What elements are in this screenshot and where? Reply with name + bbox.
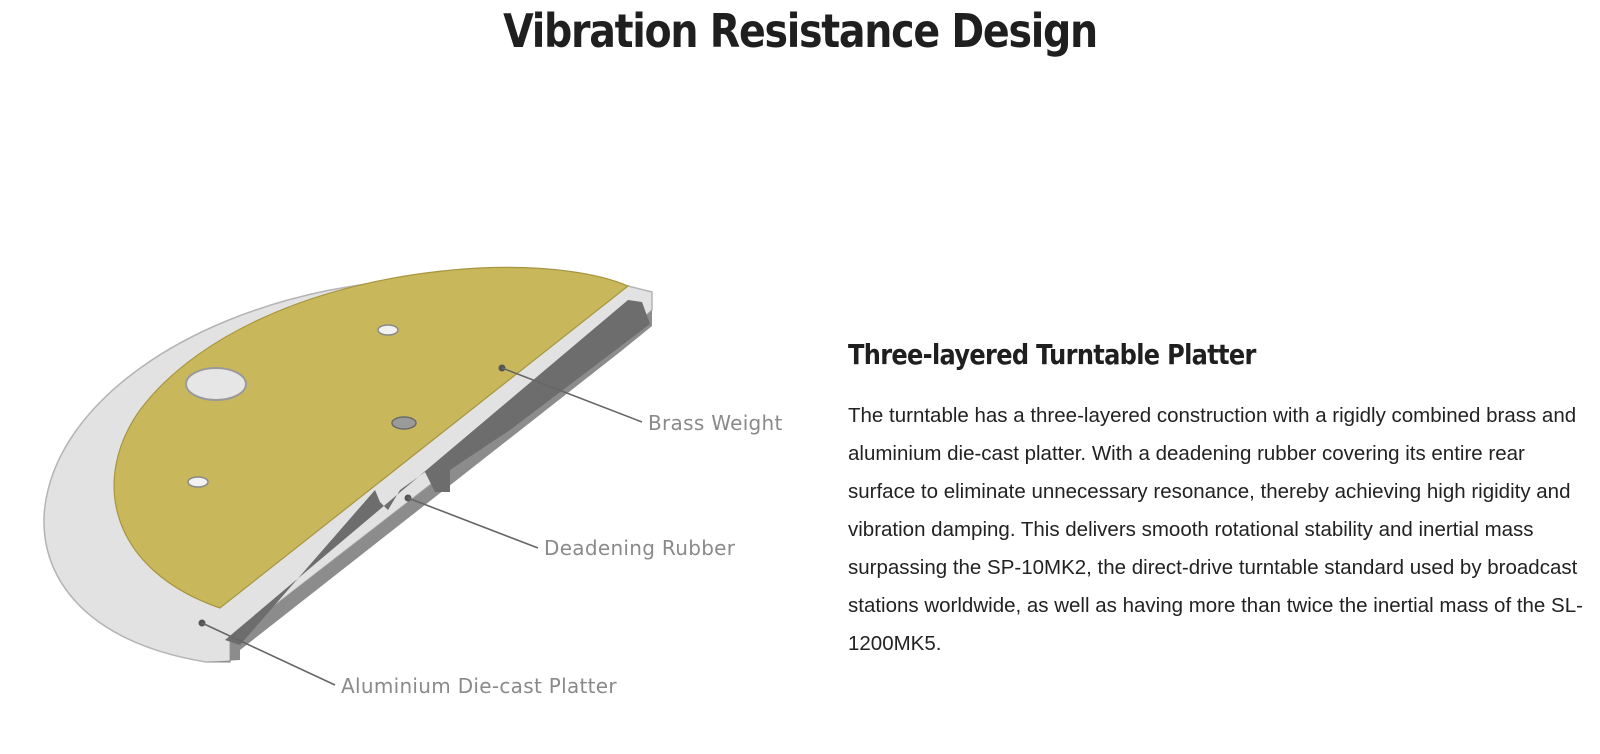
platter-illustration: Brass Weight Deadening Rubber Aluminium … — [30, 240, 800, 720]
brass-weight-label: Brass Weight — [648, 411, 783, 435]
screw-hole-left-shape — [187, 476, 209, 488]
section-heading: Three-layered Turntable Platter — [848, 338, 1256, 371]
section-body-text: The turntable has a three-layered constr… — [848, 404, 1583, 655]
brass-weight-leader-line — [501, 367, 643, 423]
screw-hole-top-shape — [377, 324, 399, 336]
cutaway-section-shape — [225, 300, 650, 645]
pin-hole-shape — [391, 416, 417, 430]
platter-cutaway-diagram: Brass Weight Deadening Rubber Aluminium … — [43, 266, 783, 698]
deadening-rubber-leader-line — [407, 497, 539, 549]
platter-edge-shape — [206, 310, 652, 662]
page-title: Vibration Resistance Design — [503, 4, 1098, 58]
aluminium-platter-label: Aluminium Die-cast Platter — [341, 674, 617, 698]
section-content: Three-layered Turntable Platter The turn… — [848, 338, 1588, 663]
brass-weight-shape — [113, 266, 630, 609]
aluminium-platter-leader-line — [201, 622, 336, 686]
deadening-rubber-label: Deadening Rubber — [544, 536, 736, 560]
spindle-hole-shape — [185, 367, 247, 401]
